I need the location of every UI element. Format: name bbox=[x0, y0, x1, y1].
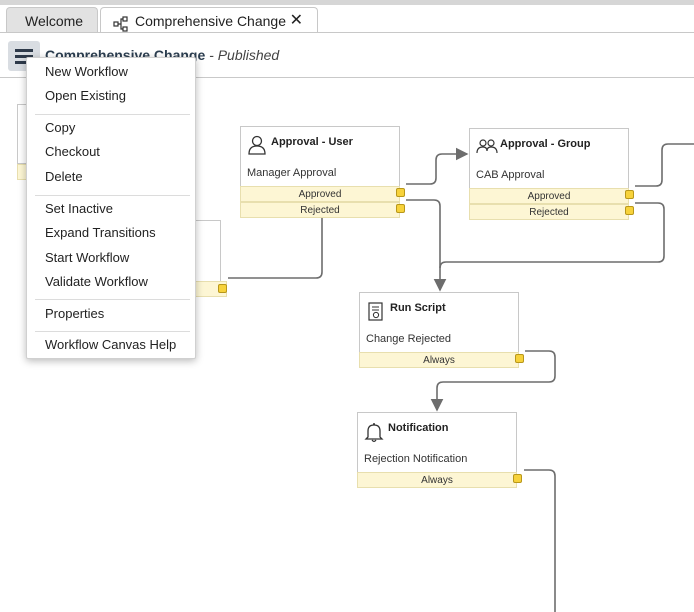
menu-item-label: Copy bbox=[45, 120, 76, 135]
port-label: Approved bbox=[298, 189, 342, 200]
node-run-script[interactable]: Run Script Change Rejected bbox=[359, 292, 519, 353]
menu-item-label: Delete bbox=[45, 169, 83, 184]
port-connector-handle[interactable] bbox=[396, 204, 405, 213]
port-connector-handle[interactable] bbox=[396, 188, 405, 197]
workflow-actions-menu: New Workflow Open Existing Copy Checkout… bbox=[26, 57, 196, 359]
transition-lines bbox=[228, 143, 694, 612]
menu-divider bbox=[35, 331, 190, 332]
node-notification[interactable]: Notification Rejection Notification bbox=[357, 412, 517, 473]
port-connector-handle[interactable] bbox=[625, 206, 634, 215]
workflow-icon bbox=[113, 14, 129, 40]
node-title: Notification bbox=[388, 422, 449, 434]
menu-item-delete[interactable]: Delete bbox=[27, 166, 195, 188]
menu-item-open-existing[interactable]: Open Existing bbox=[27, 85, 195, 107]
menu-divider bbox=[35, 195, 190, 196]
window-top-strip bbox=[0, 0, 694, 5]
workflow-header: Comprehensive Change - Published bbox=[0, 33, 694, 78]
port-always: Always bbox=[357, 472, 517, 488]
menu-divider bbox=[35, 299, 190, 300]
port-label: Rejected bbox=[300, 205, 340, 216]
menu-item-label: New Workflow bbox=[45, 64, 128, 79]
node-subtitle: Change Rejected bbox=[366, 333, 452, 345]
port-label: Approved bbox=[527, 191, 571, 202]
tab-bar: Welcome Comprehensive Change ✕ bbox=[0, 5, 694, 33]
port-connector-handle[interactable] bbox=[515, 354, 524, 363]
menu-item-label: Properties bbox=[45, 306, 105, 321]
script-icon bbox=[366, 301, 386, 328]
user-icon bbox=[247, 135, 267, 160]
node-subtitle: Manager Approval bbox=[247, 167, 337, 179]
node-approval-user[interactable]: Approval - User Manager Approval bbox=[240, 126, 400, 187]
node-approval-group[interactable]: Approval - Group CAB Approval bbox=[469, 128, 629, 189]
tab-label: Welcome bbox=[25, 13, 84, 29]
menu-item-label: Start Workflow bbox=[45, 250, 130, 265]
port-connector-handle[interactable] bbox=[513, 474, 522, 483]
port-label: Always bbox=[423, 355, 455, 366]
tab-label: Comprehensive Change bbox=[135, 13, 286, 29]
menu-divider bbox=[35, 114, 190, 115]
port-connector-handle[interactable] bbox=[218, 284, 227, 293]
port-approved: Approved bbox=[240, 186, 400, 202]
port-label: Always bbox=[421, 475, 453, 486]
port-approved: Approved bbox=[469, 188, 629, 204]
menu-item-label: Validate Workflow bbox=[45, 274, 148, 289]
tab-comprehensive-change[interactable]: Comprehensive Change ✕ bbox=[100, 7, 318, 33]
tab-divider bbox=[0, 32, 694, 33]
group-icon bbox=[476, 137, 498, 162]
node-subtitle: CAB Approval bbox=[476, 169, 545, 181]
menu-item-label: Set Inactive bbox=[45, 201, 113, 216]
workflow-status: - Published bbox=[205, 47, 280, 63]
menu-item-label: Checkout bbox=[45, 144, 100, 159]
menu-item-label: Workflow Canvas Help bbox=[45, 337, 177, 352]
node-subtitle: Rejection Notification bbox=[364, 453, 468, 465]
menu-item-label: Open Existing bbox=[45, 88, 126, 103]
tab-welcome[interactable]: Welcome bbox=[6, 7, 98, 33]
node-title: Run Script bbox=[390, 302, 446, 314]
menu-item-properties[interactable]: Properties bbox=[27, 303, 195, 325]
menu-item-set-inactive[interactable]: Set Inactive bbox=[27, 198, 195, 220]
port-always: Always bbox=[359, 352, 519, 368]
menu-item-copy[interactable]: Copy bbox=[27, 117, 195, 139]
menu-item-label: Expand Transitions bbox=[45, 225, 156, 240]
menu-item-new-workflow[interactable]: New Workflow bbox=[27, 61, 195, 83]
workflow-canvas[interactable]: Approval - User Manager Approval Approve… bbox=[0, 78, 694, 612]
menu-item-checkout[interactable]: Checkout bbox=[27, 141, 195, 163]
port-rejected: Rejected bbox=[469, 204, 629, 220]
node-title: Approval - User bbox=[271, 136, 353, 148]
menu-item-validate-workflow[interactable]: Validate Workflow bbox=[27, 271, 195, 293]
menu-item-workflow-canvas-help[interactable]: Workflow Canvas Help bbox=[27, 334, 195, 356]
port-label: Rejected bbox=[529, 207, 569, 218]
menu-item-start-workflow[interactable]: Start Workflow bbox=[27, 247, 195, 269]
port-connector-handle[interactable] bbox=[625, 190, 634, 199]
bell-icon bbox=[364, 421, 384, 448]
close-tab-icon[interactable]: ✕ bbox=[289, 12, 303, 29]
menu-item-expand-transitions[interactable]: Expand Transitions bbox=[27, 222, 195, 244]
port-rejected: Rejected bbox=[240, 202, 400, 218]
node-title: Approval - Group bbox=[500, 138, 591, 150]
